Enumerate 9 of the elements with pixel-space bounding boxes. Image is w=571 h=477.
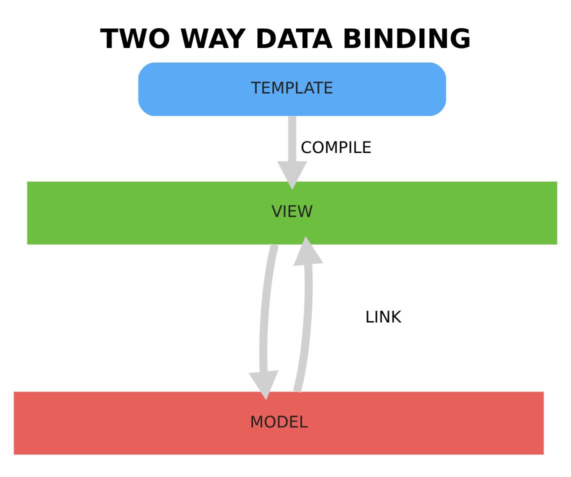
diagram-title: TWO WAY DATA BINDING bbox=[100, 24, 472, 55]
arrow bbox=[277, 116, 308, 190]
node-box: MODEL bbox=[14, 392, 544, 455]
arrow bbox=[292, 236, 324, 393]
edge-label: COMPILE bbox=[300, 138, 372, 157]
label: LINK bbox=[365, 307, 402, 326]
node-box: TEMPLATE bbox=[138, 62, 446, 116]
arrow bbox=[248, 244, 279, 400]
node-box: VIEW bbox=[27, 182, 558, 245]
